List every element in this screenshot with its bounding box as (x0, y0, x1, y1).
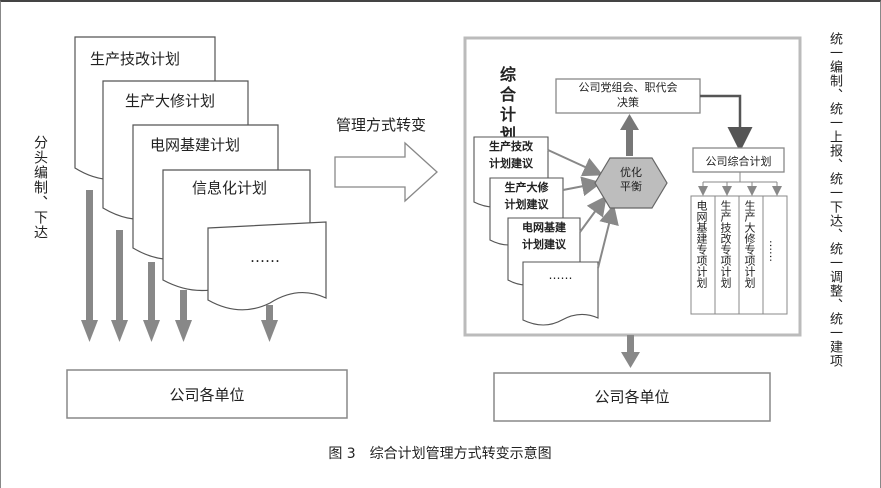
transform-arrow (334, 141, 438, 203)
left-doc-1-label: 生产技改计划 (90, 50, 180, 68)
left-doc-3-label: 电网基建计划 (150, 136, 240, 154)
suggestion-2-label: 生产大修 计划建议 (504, 181, 549, 211)
down-arrow-1 (81, 190, 98, 342)
transform-label: 管理方式转变 (336, 116, 426, 134)
column-1-label: 电网基建专项计划 (695, 200, 708, 288)
down-arrow-2 (111, 230, 128, 342)
optimize-hexagon (594, 157, 668, 209)
figure-caption: 图 3 综合计划管理方式转变示意图 (328, 445, 551, 462)
left-side-text: 分头编制、下达 (32, 135, 48, 240)
suggestion-4-label: …… (548, 268, 573, 282)
decision-box (555, 78, 701, 114)
left-doc-2-label: 生产大修计划 (125, 92, 215, 110)
left-down-arrows (81, 190, 278, 342)
left-bottom-label: 公司各单位 (169, 386, 244, 404)
right-title: 综 合 计 划 (500, 65, 517, 144)
hexagon-up-arrow (620, 114, 639, 156)
right-down-arrow (621, 335, 640, 368)
column-2-label: 生产技改专项计划 (719, 200, 732, 288)
suggestion-doc-4 (522, 261, 599, 326)
column-4-label: …… (767, 240, 780, 262)
special-plan-columns (690, 195, 788, 315)
right-side-text: 统一编制、统一上报、统一下达、统一调整、统一建项 (826, 32, 842, 368)
down-arrow-4 (175, 290, 192, 342)
hexagon-label: 优化 平衡 (620, 166, 642, 194)
decision-box-label: 公司党组会、职代会 决策 (578, 81, 678, 109)
right-bottom-label: 公司各单位 (594, 388, 669, 406)
svg-text:合: 合 (500, 85, 517, 104)
left-doc-4-label: 信息化计划 (192, 179, 267, 197)
decision-to-plan-arrow (700, 94, 753, 152)
left-doc-5-label: …… (250, 248, 280, 266)
left-bottom-box (66, 369, 348, 419)
right-bottom-box (493, 372, 771, 422)
company-plan-label: 公司综合计划 (705, 155, 772, 168)
suggestion-1-label: 生产技改 计划建议 (489, 140, 533, 170)
suggestion-3-label: 电网基建 计划建议 (522, 221, 566, 251)
svg-text:综: 综 (500, 65, 516, 84)
suggestion-arrows (547, 149, 619, 269)
left-doc-5 (207, 221, 327, 311)
down-arrow-3 (143, 262, 160, 342)
plan-distribution-lines (698, 172, 782, 196)
column-3-label: 生产大修专项计划 (743, 200, 756, 288)
down-arrow-5 (261, 305, 278, 342)
svg-text:计: 计 (500, 105, 516, 124)
company-plan-box (692, 147, 785, 173)
